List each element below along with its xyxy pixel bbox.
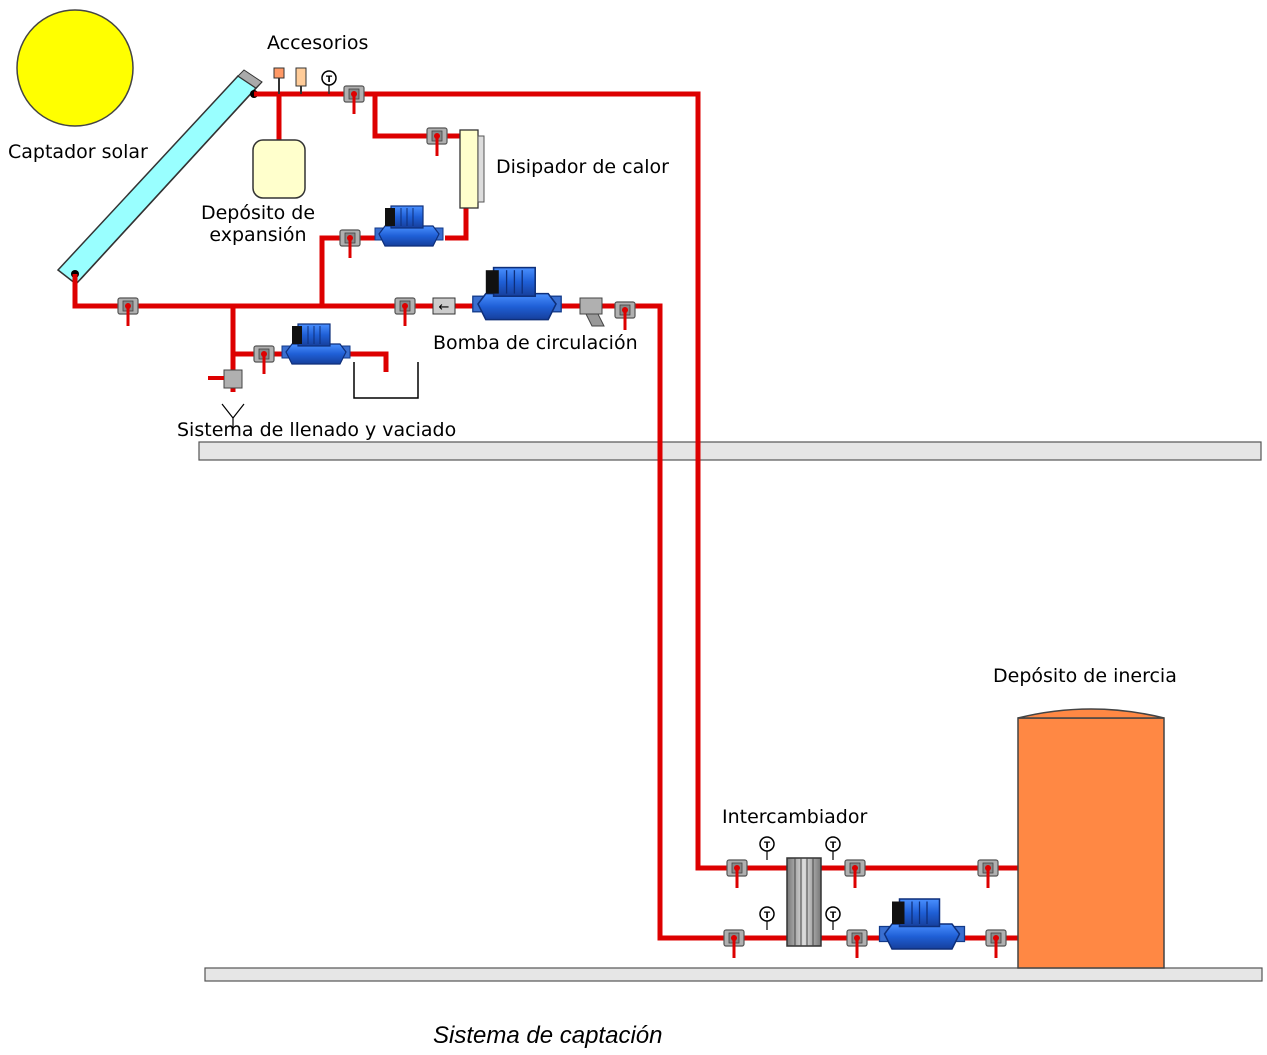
expansion-tank [252, 139, 306, 199]
label-deposito-expansion-1: Depósito de [200, 202, 316, 224]
label-deposito-expansion-2: expansión [209, 224, 307, 246]
label-accesorios: Accesorios [267, 32, 369, 54]
upper-floor-slab [198, 441, 1262, 461]
label-disipador: Disipador de calor [496, 156, 669, 178]
label-captador: Captador solar [8, 141, 148, 163]
secondary-pump-icon [878, 898, 966, 950]
circulation-pump-icon [472, 266, 562, 321]
fill-pump-icon [281, 323, 351, 365]
strainer-icon [579, 297, 605, 327]
pump-dissipator-icon [374, 205, 444, 247]
heat-dissipator [459, 129, 485, 209]
drain-funnel [221, 403, 245, 428]
label-intercambiador: Intercambiador [722, 806, 868, 828]
check-valve-icon: ← [432, 297, 456, 315]
inertia-tank [1017, 708, 1165, 969]
sun-icon [16, 9, 134, 127]
fill-drain-valve-icon [208, 369, 243, 389]
lower-floor-slab [204, 967, 1263, 982]
heat-exchanger [786, 857, 822, 947]
label-deposito-inercia: Depósito de inercia [993, 665, 1177, 687]
accessories-icons [273, 67, 337, 95]
figure-caption: Sistema de captación [433, 1022, 663, 1049]
solar-collector [56, 69, 263, 286]
svg-text:←: ← [439, 300, 450, 315]
label-bomba: Bomba de circulación [433, 332, 638, 354]
drain-bucket [353, 362, 419, 399]
label-llenado: Sistema de llenado y vaciado [177, 419, 457, 441]
